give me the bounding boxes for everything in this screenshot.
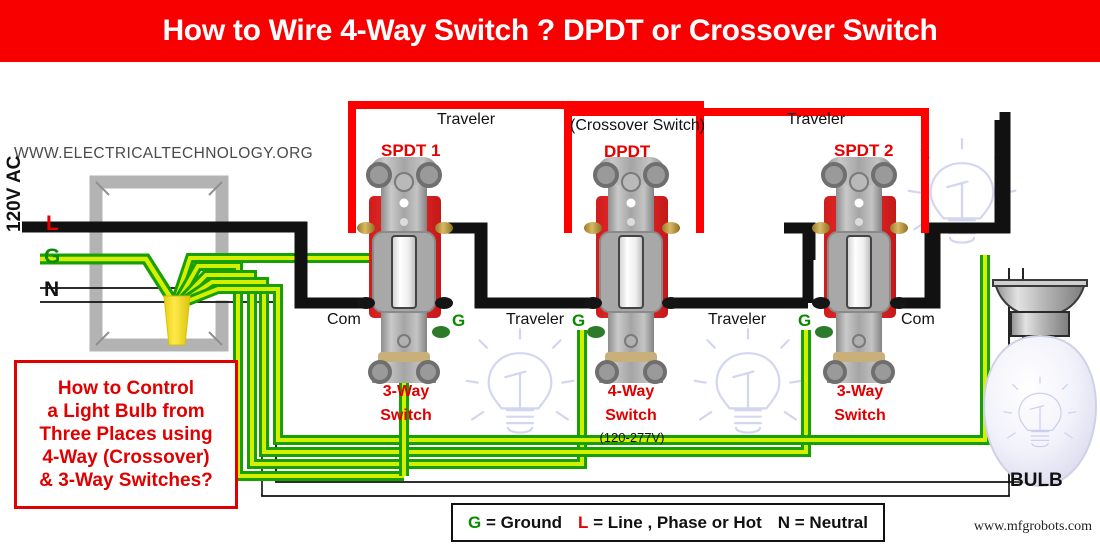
ghost-bulb-icon-3: [907, 138, 1017, 244]
callout-line-5: & 3-Way Switches?: [39, 470, 213, 492]
wire-spdt2-com-to-bulb: [895, 112, 1011, 309]
switch-label-spdt1: SPDT 1: [381, 141, 441, 160]
terminal-label-neutral: N: [44, 278, 60, 301]
switch-voltage-rating-dpdt: (120-277V): [599, 430, 665, 445]
page-title: How to Wire 4-Way Switch ? DPDT or Cross…: [162, 14, 938, 47]
page-title-bar: How to Wire 4-Way Switch ? DPDT or Cross…: [0, 0, 1100, 62]
light-bulb-fixture: [982, 279, 1098, 488]
terminal-label-ground: G: [44, 245, 61, 268]
legend-code-n: N: [777, 512, 791, 532]
terminal-label-line: L: [46, 212, 59, 235]
legend-box: G = Ground L = Line , Phase or Hot N = N…: [451, 503, 885, 542]
wire-spdt2-left: [784, 222, 814, 303]
callout-line-2: a Light Bulb from: [47, 400, 205, 422]
switch-name-spdt2-line1: 3-Way: [836, 383, 884, 400]
site-watermark-right: www.mfgrobots.com: [973, 519, 1092, 534]
legend-code-g: G: [468, 512, 482, 532]
switch-label-spdt2: SPDT 2: [834, 141, 894, 160]
hot-line-to-spdt1-com: [22, 221, 381, 309]
ground-mark-spdt2: G: [798, 311, 812, 330]
load-label-bulb: BULB: [1010, 470, 1063, 491]
switch-device-spdt2[interactable]: [812, 157, 908, 384]
legend-code-l: L: [578, 512, 589, 532]
legend-item-line: L = Line , Phase or Hot: [578, 513, 762, 533]
ghost-bulb-icon-1: [465, 328, 575, 434]
switch-name-spdt1-line1: 3-Way: [382, 383, 430, 400]
supply-voltage-label: 120V AC: [4, 155, 25, 232]
terminal-com-spdt2: Com: [901, 311, 935, 328]
terminal-traveler-dpdt-left: Traveler: [506, 311, 565, 328]
switch-device-dpdt[interactable]: [584, 157, 680, 384]
switch-name-spdt1-line2: Switch: [380, 407, 432, 424]
wire-nut: [163, 295, 191, 346]
switch-name-dpdt-line2: Switch: [605, 407, 657, 424]
site-watermark-left: WWW.ELECTRICALTECHNOLOGY.ORG: [14, 145, 314, 162]
switch-name-spdt2-line2: Switch: [834, 407, 886, 424]
legend-item-neutral: N = Neutral: [778, 513, 868, 533]
callout-line-4: 4-Way (Crossover): [42, 447, 210, 469]
ground-mark-dpdt: G: [572, 311, 586, 330]
callout-line-1: How to Control: [57, 377, 195, 399]
wire-spdt1-to-dpdt: [443, 222, 604, 309]
switch-device-spdt1[interactable]: [357, 157, 453, 384]
legend-text-line: = Line , Phase or Hot: [593, 512, 762, 532]
junction-box: [89, 175, 229, 352]
ground-mark-spdt1: G: [452, 311, 466, 330]
switch-name-dpdt-line1: 4-Way: [607, 383, 655, 400]
terminal-traveler-dpdt-right: Traveler: [708, 311, 767, 328]
callout-line-3: Three Places using: [39, 423, 213, 445]
switch-label-dpdt: DPDT: [604, 142, 651, 161]
instruction-callout-box: How to Control a Light Bulb from Three P…: [14, 360, 238, 509]
traveler-top-label-1: Traveler: [437, 111, 496, 128]
traveler-top-label-2: Traveler: [787, 111, 846, 128]
terminal-com-spdt1: Com: [327, 311, 361, 328]
legend-text-ground: = Ground: [485, 512, 562, 532]
ghost-bulb-icon-2: [693, 328, 803, 434]
legend-item-ground: G = Ground: [468, 513, 562, 533]
crossover-switch-note: (Crossover Switch): [570, 117, 706, 134]
neutral-wire-core: [175, 268, 1022, 495]
legend-text-neutral: = Neutral: [794, 512, 868, 532]
